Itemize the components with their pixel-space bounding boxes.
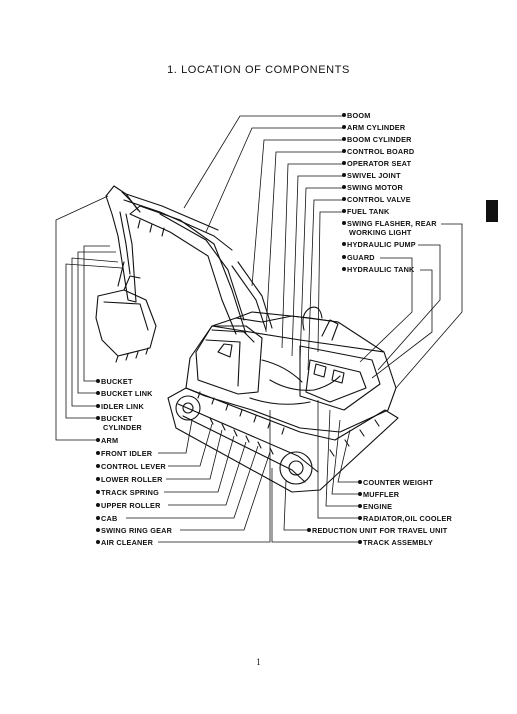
bullet-dot (96, 503, 100, 507)
section-tab-marker (486, 200, 498, 222)
label-swing-flasher: SWING FLASHER, REAR (342, 219, 437, 228)
label-engine: ENGINE (358, 502, 392, 511)
bullet-dot (96, 438, 100, 442)
bullet-dot (358, 504, 362, 508)
bullet-dot (96, 404, 100, 408)
label-guard: GUARD (342, 253, 375, 262)
bullet-dot (96, 540, 100, 544)
bucket-cylinder (119, 211, 131, 275)
arm (105, 185, 139, 303)
bullet-dot (342, 242, 346, 246)
bullet-dot (96, 464, 100, 468)
bullet-dot (96, 516, 100, 520)
bucket (95, 289, 157, 357)
bullet-dot (96, 477, 100, 481)
label-muffler: MUFFLER (358, 490, 399, 499)
label-bucket-cylinder: BUCKET (96, 414, 133, 423)
label-counter-weight: COUNTER WEIGHT (358, 478, 433, 487)
bullet-dot (342, 137, 346, 141)
page-number: 1 (256, 657, 261, 667)
bullet-dot (358, 492, 362, 496)
label-lower-roller: LOWER ROLLER (96, 475, 163, 484)
label-hydraulic-pump: HYDRAULIC PUMP (342, 240, 416, 249)
track-outline (167, 387, 399, 493)
boom (129, 205, 247, 335)
label-air-cleaner: AIR CLEANER (96, 538, 153, 547)
label-swing-ring-gear: SWING RING GEAR (96, 526, 172, 535)
bullet-dot (96, 451, 100, 455)
label-upper-roller: UPPER ROLLER (96, 501, 161, 510)
label-arm: ARM (96, 436, 118, 445)
label-arm-cylinder: ARM CYLINDER (342, 123, 405, 132)
bullet-dot (307, 528, 311, 532)
bullet-dot (96, 528, 100, 532)
page-title: 1. LOCATION OF COMPONENTS (167, 64, 350, 76)
drive-sprocket (279, 451, 313, 485)
arm-cylinder (123, 199, 233, 251)
bullet-dot (342, 197, 346, 201)
bullet-dot (342, 161, 346, 165)
bullet-dot (342, 185, 346, 189)
label-boom: BOOM (342, 111, 371, 120)
label-working-light: WORKING LIGHT (349, 228, 412, 237)
label-fuel-tank: FUEL TANK (342, 207, 389, 216)
label-radiator-oil-cooler: RADIATOR,OIL COOLER (358, 514, 452, 523)
label-swing-motor: SWING MOTOR (342, 183, 403, 192)
bullet-dot (342, 267, 346, 271)
front-idler (175, 395, 201, 421)
label-front-idler: FRONT IDLER (96, 449, 152, 458)
label-cylinder: CYLINDER (103, 423, 142, 432)
label-track-assembly: TRACK ASSEMBLY (358, 538, 433, 547)
bullet-dot (342, 113, 346, 117)
label-hydraulic-tank: HYDRAULIC TANK (342, 265, 415, 274)
label-control-lever: CONTROL LEVER (96, 462, 166, 471)
label-control-valve: CONTROL VALVE (342, 195, 411, 204)
bullet-dot (96, 391, 100, 395)
label-reduction-unit: REDUCTION UNIT FOR TRAVEL UNIT (307, 526, 447, 535)
bullet-dot (342, 149, 346, 153)
bullet-dot (96, 416, 100, 420)
bullet-dot (342, 255, 346, 259)
label-idler-link: IDLER LINK (96, 402, 144, 411)
label-control-board: CONTROL BOARD (342, 147, 414, 156)
label-cab: CAB (96, 514, 117, 523)
bullet-dot (358, 540, 362, 544)
cab (195, 325, 263, 395)
boom-cylinder (231, 265, 267, 331)
upper-frame (185, 315, 397, 433)
label-boom-cylinder: BOOM CYLINDER (342, 135, 412, 144)
bullet-dot (96, 379, 100, 383)
bullet-dot (342, 221, 346, 225)
label-bucket: BUCKET (96, 377, 133, 386)
bullet-dot (342, 209, 346, 213)
bullet-dot (342, 173, 346, 177)
label-bucket-link: BUCKET LINK (96, 389, 153, 398)
bullet-dot (96, 490, 100, 494)
label-swivel-joint: SWIVEL JOINT (342, 171, 401, 180)
bullet-dot (358, 516, 362, 520)
label-track-spring: TRACK SPRING (96, 488, 159, 497)
bullet-dot (358, 480, 362, 484)
label-operator-seat: OPERATOR SEAT (342, 159, 411, 168)
bullet-dot (342, 125, 346, 129)
